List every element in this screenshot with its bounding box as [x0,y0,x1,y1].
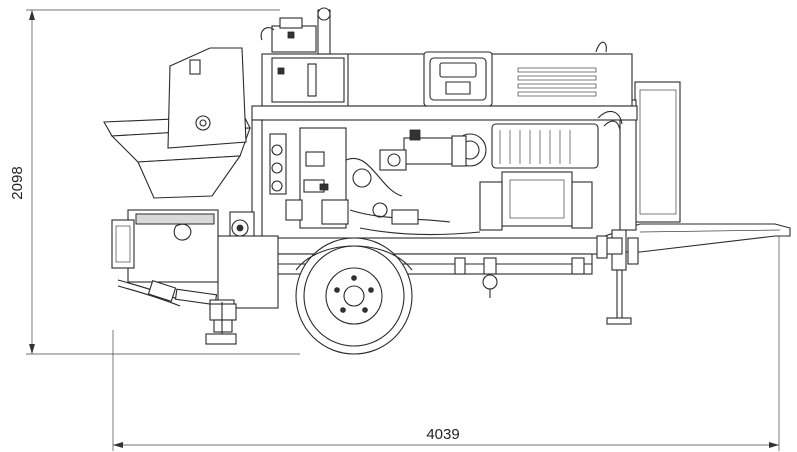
wheel [295,237,413,355]
front-support-leg [205,302,237,345]
concrete-pump-drawing [103,7,791,355]
hydraulic-pump [269,127,481,236]
width-dimension-label: 4039 [426,426,459,443]
engine-block [451,123,599,231]
radiator [619,81,681,231]
tow-hook [482,257,498,298]
height-dimension-label: 2098 [9,166,26,199]
s-valve-housing [111,209,279,309]
louvres [517,67,597,97]
hopper [103,47,251,199]
width-dimension: 4039 [112,232,780,451]
lifting-handle [595,41,623,131]
hydraulic-valve-block [260,7,331,55]
engine-housing [251,51,638,121]
height-dimension: 2098 [9,9,300,355]
drawbar [604,223,791,325]
